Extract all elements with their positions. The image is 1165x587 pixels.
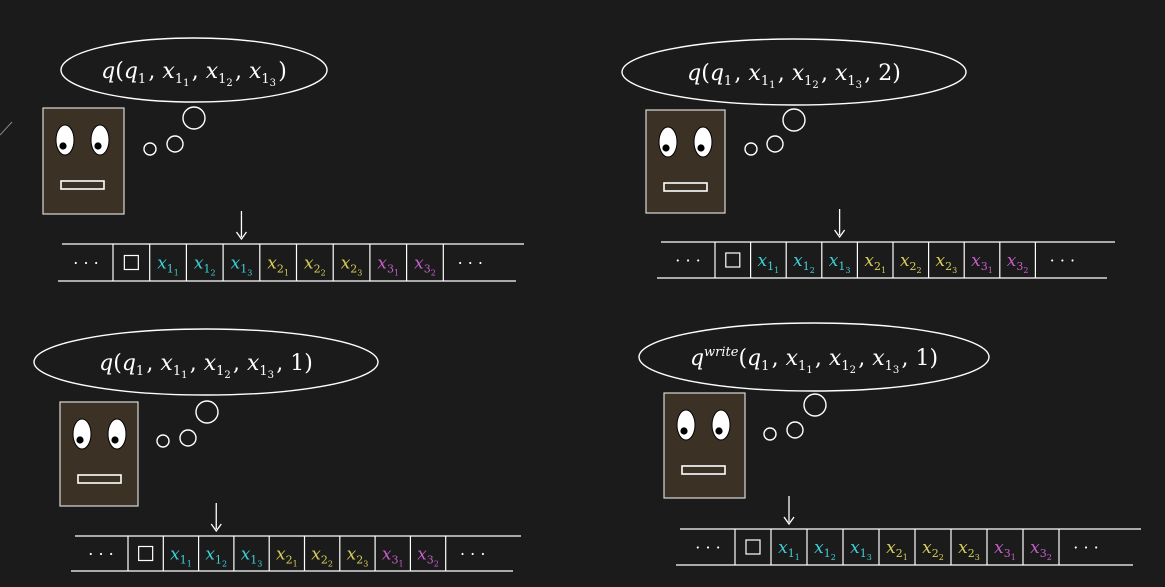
machine-face xyxy=(42,107,125,215)
pupil xyxy=(76,436,84,444)
tape-ellipsis-right: · · · xyxy=(458,254,483,273)
tape-cell-symbol: x12 xyxy=(205,545,227,569)
tape-cell-symbol: x32 xyxy=(1007,251,1029,275)
pupil xyxy=(59,142,67,150)
pupil xyxy=(111,436,119,444)
machine-face xyxy=(59,401,139,507)
tape-ellipsis-left: · · · xyxy=(88,545,113,564)
tape-cell-symbol: x21 xyxy=(267,254,289,278)
head-arrow-icon xyxy=(235,231,247,241)
blank-square-icon xyxy=(745,539,761,555)
panel-top-left: q(q1 , x11 , x12 , x13 ) · · · x11 x12 x13 x2… xyxy=(42,37,524,282)
left-eye xyxy=(658,126,678,158)
tape-ellipsis-right: · · · xyxy=(1050,251,1075,270)
thought-dot xyxy=(766,135,784,153)
right-eye xyxy=(711,409,731,441)
tape-cell-symbol: x11 xyxy=(758,251,780,275)
thought-dot xyxy=(803,393,827,417)
tape-ellipsis-left: · · · xyxy=(675,251,700,270)
tape-cell-symbol: x31 xyxy=(994,538,1016,562)
pupil xyxy=(680,427,688,435)
tape-ellipsis-right: · · · xyxy=(460,545,485,564)
thought-dot xyxy=(763,427,777,441)
thought-bubble xyxy=(621,38,967,106)
panel-bottom-right: qwrite(q1 , x11 , x12 , x13 , 1) · · · x11… xyxy=(638,322,1141,566)
tape-cell-symbol: x32 xyxy=(1030,538,1052,562)
tape-cell-symbol: x22 xyxy=(304,254,326,278)
panel-bottom-left: q(q1 , x11 , x12 , x13 , 1) · · · x11 x12 x1… xyxy=(33,328,521,572)
pupil xyxy=(697,144,705,152)
thought-state-label: qwrite(q1 , x11 , x12 , x13 , 1) xyxy=(690,345,938,376)
tape-cell-symbol: x21 xyxy=(886,538,908,562)
thought-dot xyxy=(744,142,758,156)
tape-cell-symbol: x23 xyxy=(958,538,980,562)
thought-dot xyxy=(156,434,170,448)
mouth xyxy=(77,474,122,484)
thought-dot xyxy=(786,421,804,439)
tape-cell-symbol: x11 xyxy=(778,538,800,562)
thought-state-label: q(q1 , x11 , x12 , x13 , 2) xyxy=(687,61,901,91)
tape-cell-symbol: x21 xyxy=(276,545,298,569)
tape-cell-symbol: x31 xyxy=(382,545,404,569)
machine-face xyxy=(645,109,726,214)
tape-ellipsis-left: · · · xyxy=(73,254,98,273)
tape-cell-symbol: x12 xyxy=(814,538,836,562)
tape-cell-symbol: x23 xyxy=(341,254,363,278)
pupil xyxy=(94,142,102,150)
right-eye xyxy=(90,124,110,156)
tape-cell-symbol: x13 xyxy=(850,538,872,562)
right-eye xyxy=(693,126,713,158)
head-arrow-icon xyxy=(210,523,222,533)
blank-square-icon xyxy=(725,252,741,268)
tape-cell-symbol: x22 xyxy=(922,538,944,562)
tape-cell-symbol: x11 xyxy=(170,545,192,569)
thought-state-label: q(q1 , x11 , x12 , x13 , 1) xyxy=(99,351,313,381)
right-eye xyxy=(107,418,127,450)
left-eye xyxy=(676,409,696,441)
tape-cell-symbol: x32 xyxy=(417,545,439,569)
mouth xyxy=(663,182,708,192)
head-arrow-icon xyxy=(834,229,846,239)
tape-cell-symbol: x13 xyxy=(829,251,851,275)
machine-face xyxy=(663,392,746,499)
thought-bubble xyxy=(33,328,379,396)
thought-state-label: q(q1 , x11 , x12 , x13 ) xyxy=(101,59,287,89)
tape-cell-symbol: x31 xyxy=(377,254,399,278)
thought-dot xyxy=(195,400,219,424)
thought-dot xyxy=(782,108,806,132)
tape-cell-symbol: x13 xyxy=(231,254,253,278)
thought-dot xyxy=(179,429,197,447)
tape-cell-symbol: x32 xyxy=(414,254,436,278)
tape-cell-symbol: x11 xyxy=(157,254,179,278)
thought-bubble xyxy=(638,322,990,392)
tape-ellipsis-right: · · · xyxy=(1073,538,1098,557)
head-arrow-icon xyxy=(783,516,795,526)
mouth xyxy=(60,180,105,190)
tape-cell-symbol: x13 xyxy=(241,545,263,569)
tape-cell-symbol: x22 xyxy=(900,251,922,275)
panel-top-right: q(q1 , x11 , x12 , x13 , 2) · · · x11 x12 x1… xyxy=(621,38,1115,279)
left-eye xyxy=(72,418,92,450)
pupil xyxy=(662,144,670,152)
tape-cell-symbol: x23 xyxy=(347,545,369,569)
thought-bubble xyxy=(60,37,328,103)
thought-dot xyxy=(143,142,157,156)
tape-cell-symbol: x22 xyxy=(311,545,333,569)
blank-square-icon xyxy=(123,254,139,271)
tape-cell-symbol: x31 xyxy=(971,251,993,275)
blank-square-icon xyxy=(138,545,154,562)
stray-line xyxy=(0,121,13,136)
tape-cell-symbol: x23 xyxy=(936,251,958,275)
pupil xyxy=(715,427,723,435)
tape-cell-symbol: x21 xyxy=(864,251,886,275)
thought-dot xyxy=(166,135,184,153)
mouth xyxy=(681,465,726,475)
tape-ellipsis-left: · · · xyxy=(695,538,720,557)
tape-cell-symbol: x12 xyxy=(793,251,815,275)
left-eye xyxy=(55,124,75,156)
thought-dot xyxy=(182,106,206,130)
tape-cell-symbol: x12 xyxy=(194,254,216,278)
